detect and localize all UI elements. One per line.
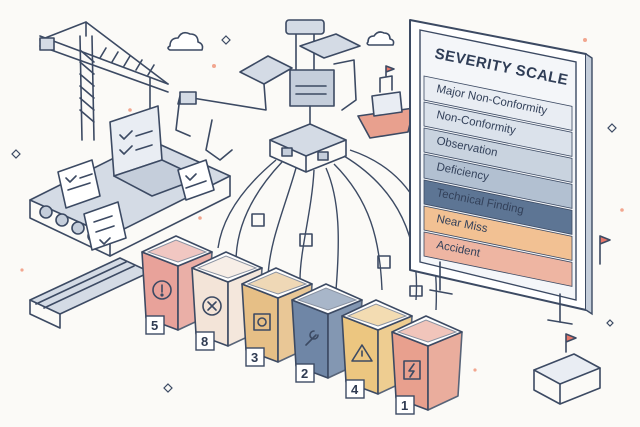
decor-diamonds <box>11 35 617 393</box>
warning-triangle-icon <box>351 344 373 362</box>
document-icon <box>57 159 101 209</box>
ship-icon <box>357 65 415 139</box>
conveyor-belt-lower <box>29 257 151 329</box>
document-icon <box>83 201 127 251</box>
robot-arm <box>175 19 361 173</box>
severity-level-band <box>423 75 573 131</box>
tower-crane <box>39 21 169 141</box>
bin-number: 8 <box>201 334 208 349</box>
severity-level-band <box>423 205 573 261</box>
severity-level-band <box>423 153 573 209</box>
bin-number-tag <box>245 347 265 367</box>
severity-scale-board: SEVERITY SCALE Major Non-ConformityNon-C… <box>409 19 593 325</box>
lightning-icon <box>403 360 421 380</box>
bin-number: 2 <box>301 366 308 381</box>
bin-number-tag <box>345 379 365 399</box>
wrench-icon <box>305 330 319 346</box>
exclamation-icon <box>152 280 172 300</box>
bins: 5 8 3 2 4 1 <box>141 235 463 415</box>
severity-level-band <box>423 101 573 157</box>
bin-number: 5 <box>151 318 158 333</box>
document-icon <box>177 159 215 201</box>
bin-number: 3 <box>251 350 258 365</box>
x-circle-icon <box>202 296 222 316</box>
cloud-icon <box>167 31 204 51</box>
bin: 1 <box>391 315 463 415</box>
pipes <box>217 149 438 311</box>
bin-number-tag <box>195 331 215 351</box>
severity-level-band <box>423 179 573 235</box>
bin-number-tag <box>395 395 415 415</box>
severity-level-band <box>423 127 573 183</box>
crate-icon <box>533 333 601 405</box>
bin-number-tag <box>145 315 165 335</box>
pipe-connectors <box>251 213 423 297</box>
bin-number-tag <box>295 363 315 383</box>
severity-levels: Major Non-ConformityNon-ConformityObserv… <box>423 75 573 287</box>
severity-level-band <box>423 231 573 287</box>
flag-icon <box>599 235 611 265</box>
cloud-icon <box>366 31 395 46</box>
target-icon <box>253 313 271 331</box>
bin-number: 1 <box>401 398 408 413</box>
bin-number: 4 <box>351 382 359 397</box>
